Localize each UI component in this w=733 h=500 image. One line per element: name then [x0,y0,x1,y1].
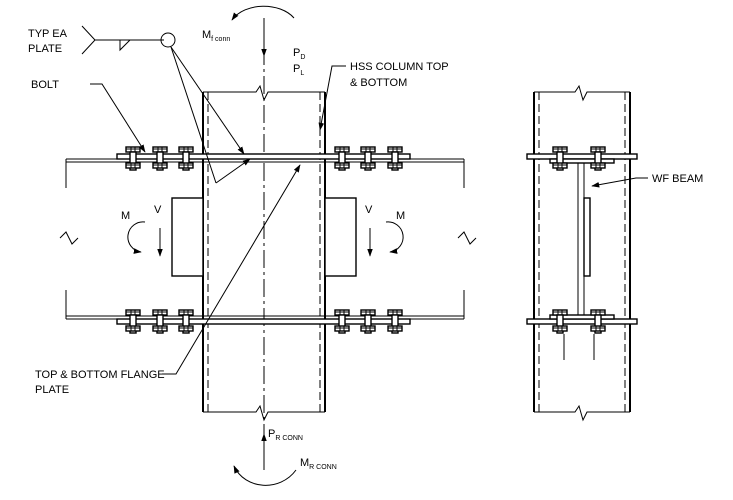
weld-all-around-circle-icon [160,32,176,48]
hss-label-line2: & BOTTOM [350,77,407,89]
flange-plate-leader [162,164,301,375]
beam-force-arrows [127,221,404,257]
moment-right-label: M [396,210,405,222]
shear-tabs [171,197,357,277]
typ-ea-plate-label-line1: TYP EA [28,28,68,40]
hss-label-line1: HSS COLUMN TOP [350,61,449,73]
m-r-conn-label: MR CONN [300,457,337,471]
moment-left-label: M [121,210,130,222]
main-elevation-view: TYP EA PLATE BOLT Mf conn PD PL HSS COLU… [28,5,477,486]
top-bottom-flange-label-line1: TOP & BOTTOM FLANGE [35,369,165,381]
hss-column [202,18,326,440]
p-r-conn-label: PR CONN [268,428,303,442]
p-l-label: PL [293,63,304,77]
side-section-view: WF BEAM [526,84,703,422]
weld-symbol [81,25,251,184]
hss-leader [318,65,346,131]
p-d-label: PD [293,47,305,61]
bolt-leader [90,83,146,153]
shear-right-label: V [365,204,373,216]
beam-flanges [59,153,477,325]
shear-left-label: V [154,204,162,216]
wf-beam-label: WF BEAM [652,173,703,185]
column-force-arrows [231,5,297,486]
bolt-label: BOLT [31,79,59,91]
typ-ea-plate-label-line2: PLATE [28,43,62,55]
m-f-conn-label: Mf conn [202,29,230,43]
fillet-weld-symbol-icon [119,39,131,52]
top-bottom-flange-label-line2: PLATE [35,384,69,396]
